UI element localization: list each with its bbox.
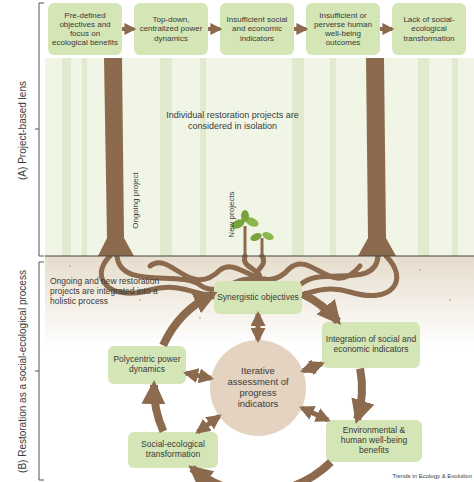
process-box: Social-ecological transformation [128, 432, 218, 468]
spoke-arrow [303, 364, 322, 371]
speckle [449, 299, 451, 301]
tree-label: Ongoing project [130, 160, 141, 240]
process-box: Environmental & human well-being benefit… [326, 420, 422, 462]
left-bracket [35, 3, 44, 480]
note-text: Ongoing and new restoration projects are… [50, 276, 174, 307]
bracket-a [39, 3, 44, 256]
flow-arrow [208, 27, 220, 31]
node-text: Polycentric power dynamics [108, 355, 186, 375]
ground-line [45, 256, 474, 257]
note-text: Individual restoration projects are cons… [150, 110, 315, 132]
seedlings [230, 210, 275, 256]
cycle-arrow [357, 369, 362, 420]
node-text: Environmental & human well-being benefit… [326, 426, 422, 455]
pale-tree [62, 58, 71, 256]
node-text: Iterative assessment of progress indicat… [220, 366, 296, 410]
ongoing-tree-trunk [358, 58, 396, 256]
speckle [69, 265, 71, 267]
bracket-b [39, 262, 44, 480]
pale-tree [418, 58, 429, 256]
problem-box: Insufficient or perverse human well-bein… [306, 3, 380, 55]
bracket-b-tick [35, 371, 39, 372]
cycle-arrow [154, 385, 163, 431]
problem-box: Pre-defined objectives and focus on ecol… [48, 3, 122, 55]
leaf [241, 210, 249, 222]
bracket-a-tick [35, 129, 39, 130]
spoke-arrow [302, 408, 328, 420]
node-text: Top-down, centralized power dynamics [134, 15, 208, 43]
pale-tree [452, 58, 458, 256]
speckle [139, 299, 141, 301]
process-box: Synergistic objectives [214, 281, 302, 314]
process-box: Integration of social and economic indic… [322, 322, 420, 368]
node-text: Insufficient social and economic indicat… [220, 15, 294, 43]
node-text: Social-ecological transformation [128, 440, 218, 460]
speckle [419, 269, 421, 271]
cycle-arrow [163, 294, 213, 345]
leaf [249, 231, 263, 242]
forest-background [45, 58, 474, 256]
node-text: Lack of social-ecological transformation [392, 15, 466, 43]
center-circle: Iterative assessment of progress indicat… [210, 340, 306, 436]
node-text: Insufficient or perverse human well-bein… [306, 11, 380, 48]
leaf [261, 230, 275, 241]
problem-box: Insufficient social and economic indicat… [220, 3, 294, 55]
flow-arrow [380, 27, 392, 31]
seedling-label: New projects [226, 182, 237, 246]
process-box: Polycentric power dynamics [108, 346, 186, 384]
node-text: Synergistic objectives [214, 293, 302, 303]
pale-tree [292, 58, 304, 256]
source-credit: Trends in Ecology & Evolution [372, 473, 472, 480]
spoke-arrow [198, 416, 220, 432]
background-trees [62, 58, 458, 256]
spoke-arrow [256, 314, 261, 340]
problem-box: Lack of social-ecological transformation [392, 3, 466, 55]
node-text: Pre-defined objectives and focus on ecol… [48, 11, 122, 48]
problem-box: Top-down, centralized power dynamics [134, 3, 208, 55]
flow-arrow [294, 27, 306, 31]
pale-tree [82, 58, 87, 256]
pale-tree [330, 58, 336, 256]
pale-tree [160, 58, 172, 256]
node-text: Integration of social and economic indic… [322, 335, 420, 355]
spoke-arrow [186, 373, 211, 378]
flow-arrow [122, 27, 134, 31]
cycle-arrow [303, 294, 338, 321]
speckle [199, 317, 201, 319]
seedling-stem [261, 238, 264, 256]
section-label: (B) Restoration as a social-ecological p… [16, 255, 29, 482]
section-label: (A) Project-based lens [16, 20, 29, 240]
pale-tree [200, 58, 206, 256]
seedling-stem [244, 226, 247, 256]
ongoing-tree-trunk [98, 58, 134, 256]
